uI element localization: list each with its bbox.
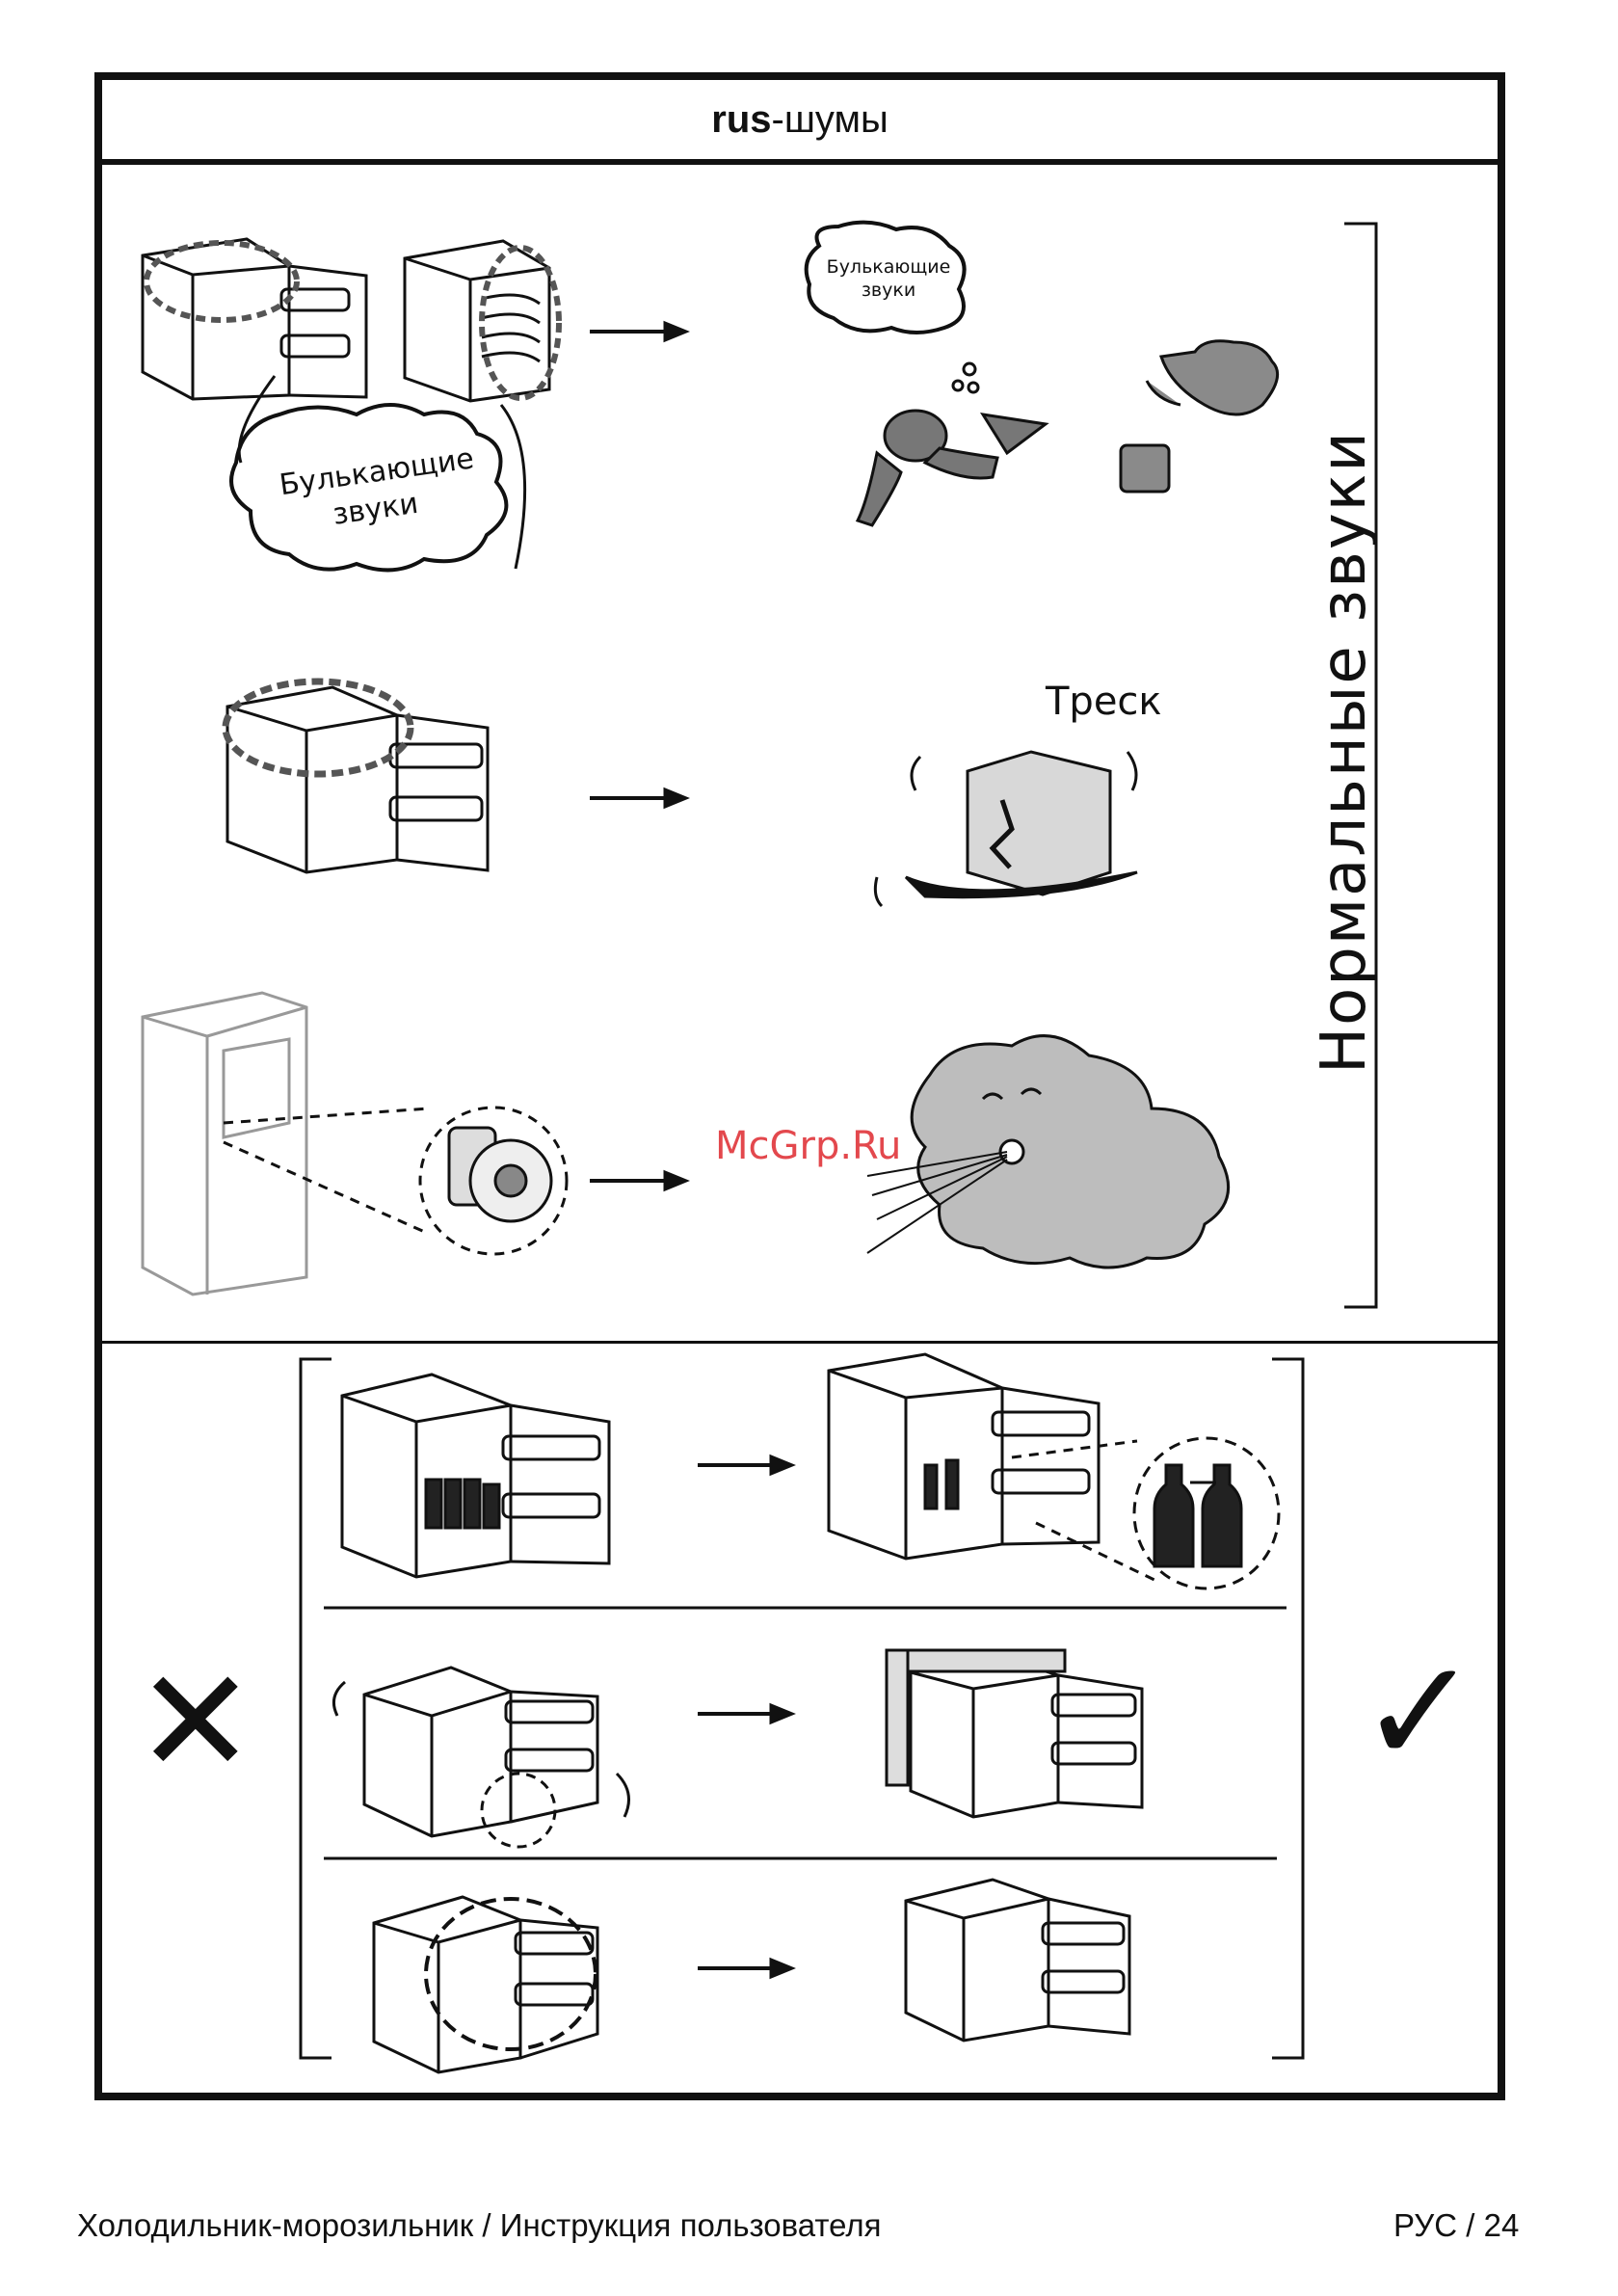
normal-sounds-label: Нормальные звуки (1309, 386, 1376, 1118)
fridge-icon (829, 1354, 1099, 1559)
fridge-icon (906, 1880, 1129, 2041)
fridge-icon (911, 1658, 1142, 1817)
level-icon (887, 1650, 1065, 1785)
fridge-icon (405, 241, 559, 401)
bubble-small-text: Булькающие звуки (821, 256, 956, 303)
crack-label: Треск (1046, 680, 1162, 724)
jug-icon (1121, 341, 1278, 492)
footer-page: РУС / 24 (1393, 2207, 1519, 2244)
bubble-small-line1: Булькающие (821, 256, 956, 280)
cloud-face-icon (867, 1036, 1229, 1268)
fridge-icon (342, 1375, 609, 1577)
fridge-icon (333, 1668, 628, 1847)
wrong-mark-icon: ✕ (135, 1639, 256, 1806)
bottles-icon (426, 1480, 499, 1528)
fridge-icon (374, 1897, 597, 2072)
watermark: McGrp.Ru (715, 1124, 901, 1168)
footer-title: Холодильник-морозильник / Инструкция пол… (77, 2207, 882, 2244)
fan-icon (449, 1128, 551, 1221)
diver-icon (858, 411, 1046, 525)
fridge-icon (225, 681, 488, 872)
fridge-icon (143, 239, 366, 399)
ice-cube-icon (875, 752, 1137, 906)
right-mark-icon: ✓ (1359, 1629, 1480, 1797)
bubble-small-line2: звуки (821, 280, 956, 303)
